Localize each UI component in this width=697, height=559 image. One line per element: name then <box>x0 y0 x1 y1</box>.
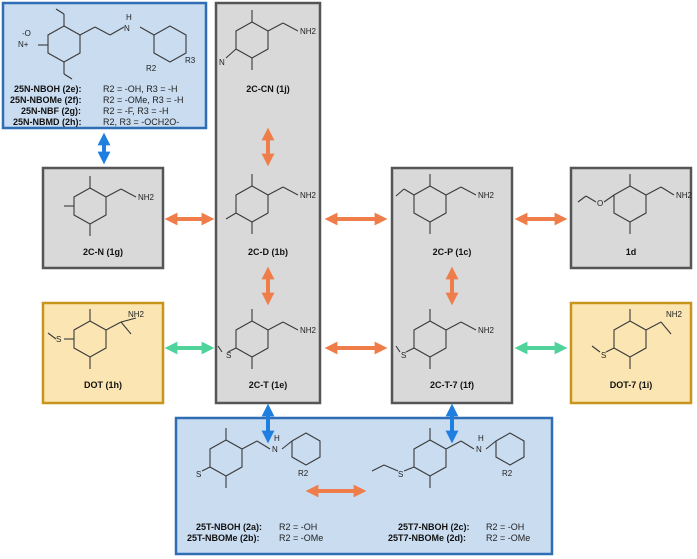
structure-25n: H N R2 R3 N+ -O <box>18 8 196 80</box>
atom-s-25t7: S <box>398 470 403 479</box>
label-25t7-nbome-desc: R2 = -OMe <box>486 533 530 543</box>
label-25n-nboh-name: 25N-NBOH (2e): <box>14 84 82 94</box>
atom-s-dot: S <box>56 335 61 344</box>
atom-n-2ccn: N <box>219 58 225 67</box>
label-2c-p: 2C-P (1c) <box>433 247 472 257</box>
svg-text:N: N <box>124 24 130 33</box>
structure-25t7: N H R2 S <box>371 428 525 488</box>
label-dot: DOT (1h) <box>84 380 122 390</box>
atom-nh2-1d: NH2 <box>676 191 693 200</box>
label-25t-nbome-name: 25T-NBOMe (2b): <box>187 533 260 543</box>
structure-1d: NH2 O <box>577 174 693 234</box>
atom-s-2ct: S <box>226 351 231 360</box>
atom-r2-25t7: R2 <box>502 469 513 478</box>
atom-nh: H <box>126 13 132 22</box>
structure-25t: N H R2 S <box>196 428 321 488</box>
structure-2c-t-7: NH2 S <box>395 309 495 369</box>
atom-s-2ct7: S <box>401 351 406 360</box>
atom-o-minus: -O <box>22 29 31 38</box>
label-25n-nbf-name: 25N-NBF (2g): <box>21 106 81 116</box>
atom-nh2-2ccn: NH2 <box>300 27 317 36</box>
structure-2c-n: NH2 <box>64 176 155 236</box>
atom-o-1d: O <box>597 199 603 208</box>
structure-dot-7: NH2 S <box>591 309 683 369</box>
atom-nh2-2cd: NH2 <box>300 191 317 200</box>
atom-nh2-2ct7: NH2 <box>478 326 495 335</box>
atom-s-dot7: S <box>601 351 606 360</box>
labels: 25N-NBOH (2e): R2 = -OH, R3 = -H 25N-NBO… <box>10 84 652 543</box>
label-2c-cn: 2C-CN (1j) <box>246 84 290 94</box>
label-25n-nbmd-name: 25N-NBMD (2h): <box>13 117 82 127</box>
structure-dot: NH2 S <box>47 309 145 369</box>
atom-r3: R3 <box>185 56 196 65</box>
label-25n-nboh-desc: R2 = -OH, R3 = -H <box>103 84 178 94</box>
structure-2c-t: NH2 S <box>217 309 317 369</box>
box-2c-n <box>41 166 165 270</box>
label-2c-t: 2C-T (1e) <box>249 380 288 390</box>
atom-nh2-2ct: NH2 <box>300 326 317 335</box>
structure-2c-p: NH2 <box>395 174 495 234</box>
box-25n-series <box>1 1 208 130</box>
box-dot <box>41 301 165 405</box>
label-25t7-nboh-desc: R2 = -OH <box>486 522 524 532</box>
label-25n-nbf-desc: R2 = -F, R3 = -H <box>103 106 169 116</box>
atom-nh2-dot7: NH2 <box>666 310 683 319</box>
arrows <box>97 127 568 498</box>
svg-text:N: N <box>272 445 278 454</box>
label-25t-nboh-desc: R2 = -OH <box>279 522 317 532</box>
label-25n-nbome-desc: R2 = -OMe, R3 = -H <box>103 95 184 105</box>
label-25t-nboh-name: 25T-NBOH (2a): <box>196 522 262 532</box>
box-dot-7 <box>569 301 693 405</box>
label-1d: 1d <box>626 247 637 257</box>
label-2c-d: 2C-D (1b) <box>248 247 288 257</box>
atom-r2-25t: R2 <box>298 469 309 478</box>
atom-nh2-dot: NH2 <box>128 310 145 319</box>
box-1d <box>569 166 693 270</box>
label-25n-nbome-name: 25N-NBOMe (2f): <box>10 95 82 105</box>
atom-r2: R2 <box>146 64 157 73</box>
structure-2c-cn: NH2 N <box>219 10 317 70</box>
label-25n-nbmd-desc: R2, R3 = -OCH2O- <box>103 117 179 127</box>
atom-nh-25t7: H <box>478 434 484 443</box>
structure-2c-d: NH2 <box>225 174 317 234</box>
atom-s-25t: S <box>196 470 201 479</box>
atom-n-plus: N+ <box>18 40 29 49</box>
atom-nh-25t: H <box>274 434 280 443</box>
label-dot-7: DOT-7 (1i) <box>610 380 653 390</box>
box-25t-series <box>174 416 554 556</box>
label-2c-t-7: 2C-T-7 (1f) <box>430 380 474 390</box>
label-25t7-nbome-name: 25T7-NBOMe (2d): <box>388 533 466 543</box>
atom-nh2-2cn: NH2 <box>138 193 155 202</box>
label-2c-n: 2C-N (1g) <box>83 247 123 257</box>
label-25t-nbome-desc: R2 = -OMe <box>279 533 323 543</box>
label-25t7-nboh-name: 25T7-NBOH (2c): <box>398 522 470 532</box>
svg-text:N: N <box>476 445 482 454</box>
atom-nh2-2cp: NH2 <box>478 191 495 200</box>
